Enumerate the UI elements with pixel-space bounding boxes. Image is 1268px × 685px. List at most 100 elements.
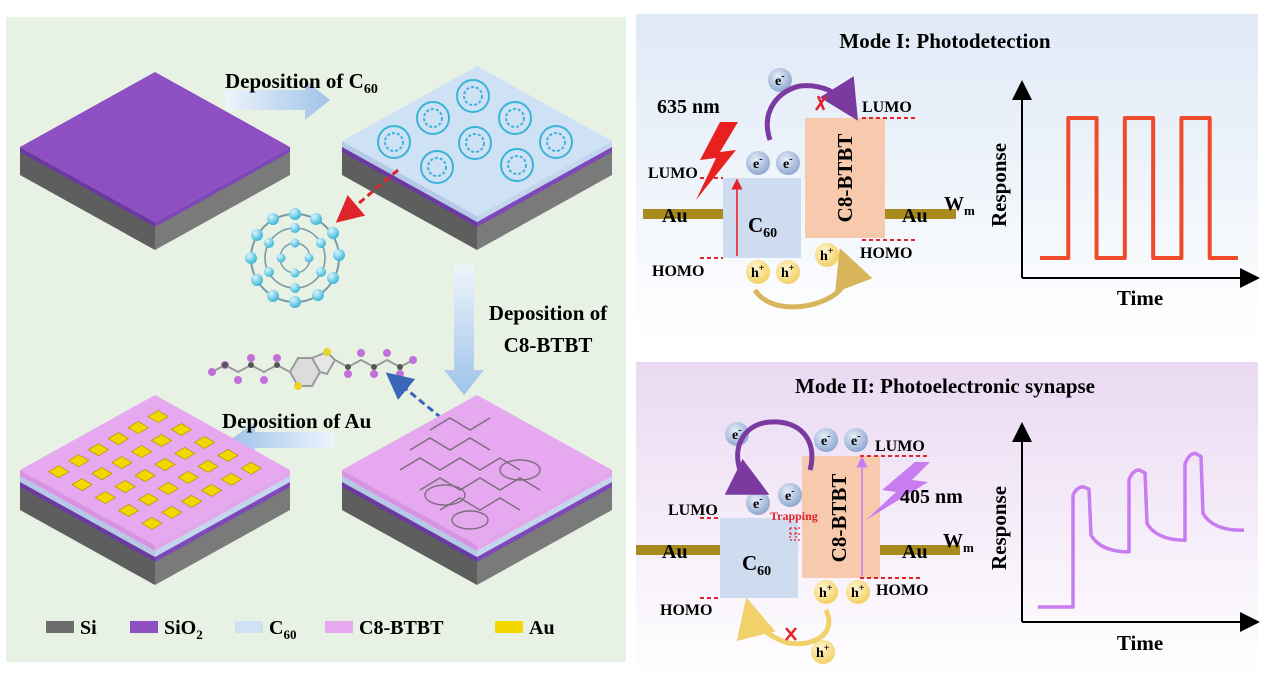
au-pad xyxy=(117,504,140,517)
mode2-x-label: Time xyxy=(1117,631,1163,655)
mode1-btbt-block xyxy=(805,118,885,238)
mode1-homo-left: HOMO xyxy=(652,263,704,280)
mode2-hole-transfer-arrow xyxy=(736,597,832,647)
svg-text:h+: h+ xyxy=(820,246,834,264)
mode1-blocked-icon xyxy=(814,95,828,111)
au-pad xyxy=(48,465,70,479)
arrow-step3 xyxy=(230,422,335,458)
au-pad xyxy=(71,478,93,492)
step2-label-line2: C8-BTBT xyxy=(504,333,593,357)
fabrication-panel: Deposition of C60 xyxy=(6,17,626,662)
mode2-lumo-right: LUMO xyxy=(875,438,925,455)
au-pad xyxy=(160,505,183,519)
mode2-title: Mode II: Photoelectronic synapse xyxy=(795,374,1095,398)
svg-text:e-: e- xyxy=(851,431,861,449)
c8btbt-molecule xyxy=(208,348,417,390)
svg-text:h+: h+ xyxy=(851,583,865,601)
c60-ball-model xyxy=(245,208,345,308)
legend-label-au: Au xyxy=(529,617,555,639)
mode2-c60-block xyxy=(720,518,798,598)
au-pad xyxy=(240,461,262,475)
mode2-hole-1: h+ xyxy=(814,580,838,604)
mode2-electron-1: e- xyxy=(814,428,838,452)
mode2-trap-states xyxy=(789,527,802,541)
c60-molecule-clusters xyxy=(377,79,573,184)
mode2-electron-transfer-arrow xyxy=(724,419,815,495)
mode1-y-label: Response xyxy=(987,143,1011,227)
legend-label-c8btbt: C8-BTBT xyxy=(359,617,444,639)
mode1-electron-top: e- xyxy=(768,68,792,92)
mode1-light-bolt-icon xyxy=(696,122,738,200)
mode2-light-bolt-icon xyxy=(866,462,930,520)
legend-swatch-sio2 xyxy=(130,621,158,633)
svg-text:h+: h+ xyxy=(819,583,833,601)
step1-label: Deposition of C60 xyxy=(225,69,378,97)
au-electrode-pads xyxy=(48,410,262,530)
mode1-c60-label: C60 xyxy=(748,213,777,241)
mode2-au-left-bar xyxy=(636,545,722,555)
mode2-electron-3: e- xyxy=(746,491,770,515)
au-pad xyxy=(170,423,193,436)
legend-swatch-au xyxy=(495,621,523,633)
mode2-hole-bottom: h+ xyxy=(811,640,835,664)
au-pad xyxy=(217,448,239,462)
mode2-hole-2: h+ xyxy=(846,580,870,604)
arrow-step1 xyxy=(225,80,330,120)
mode1-hole-2: h+ xyxy=(776,260,800,284)
legend-swatch-c8btbt xyxy=(325,621,353,633)
svg-text:e-: e- xyxy=(785,486,795,504)
step2-label-line1: Deposition of xyxy=(489,301,608,325)
svg-text:e-: e- xyxy=(732,425,742,443)
svg-text:h+: h+ xyxy=(781,263,795,281)
mode2-au-right-bar xyxy=(880,545,960,555)
mode1-panel: Mode I: Photodetection Au Au C60 C8-BTBT… xyxy=(636,14,1260,344)
au-pad xyxy=(130,445,153,459)
mode1-btbt-label: C8-BTBT xyxy=(833,134,857,223)
svg-text:e-: e- xyxy=(753,154,763,172)
step3-label: Deposition of Au xyxy=(222,409,372,433)
au-pad xyxy=(94,491,117,505)
mode1-response-trace xyxy=(1040,116,1238,260)
au-pad xyxy=(177,470,199,484)
chip-au xyxy=(20,395,290,585)
svg-text:h+: h+ xyxy=(751,263,765,281)
legend-label-si: Si xyxy=(80,617,97,639)
au-pad xyxy=(91,467,113,481)
mode2-panel: Mode II: Photoelectronic synapse Au Au C… xyxy=(636,362,1260,678)
au-pad xyxy=(147,410,169,424)
mode2-homo-right: HOMO xyxy=(876,582,928,599)
mode1-electron-1: e- xyxy=(746,151,770,175)
mode1-au-right-bar xyxy=(884,209,956,219)
chip-c8btbt xyxy=(342,395,612,585)
au-pad xyxy=(134,469,156,482)
material-legend: Si SiO2 C60 C8-BTBT Au xyxy=(46,617,555,642)
au-pad xyxy=(114,480,136,494)
mode2-trapping-label: Trapping xyxy=(770,509,818,523)
mode1-lumo-left: LUMO xyxy=(648,165,698,182)
au-pad xyxy=(154,458,176,471)
mode2-response-trace xyxy=(1038,451,1244,609)
mode1-electron-transfer-arrow xyxy=(764,76,858,141)
chip-substrate xyxy=(20,72,290,250)
svg-text:e-: e- xyxy=(783,154,793,172)
au-pad xyxy=(127,421,150,435)
svg-text:e-: e- xyxy=(821,431,831,449)
mode1-hole-transfer-arrow xyxy=(752,247,873,310)
au-pad xyxy=(87,443,110,457)
mode1-response-chart: Response Time xyxy=(987,80,1260,310)
mode2-c60-label: C60 xyxy=(742,551,771,579)
mode1-wm: Wm xyxy=(944,193,975,218)
c60-zoom-arrow xyxy=(335,168,399,223)
mode2-wavelength: 405 nm xyxy=(900,486,963,508)
mode1-hole-1: h+ xyxy=(746,260,770,284)
au-pad xyxy=(67,454,90,468)
mode1-homo-right: HOMO xyxy=(860,245,912,262)
mode2-y-label: Response xyxy=(987,486,1011,570)
au-pad xyxy=(174,446,196,460)
au-pad xyxy=(111,456,133,470)
legend-label-sio2: SiO2 xyxy=(164,617,203,642)
mode2-btbt-block xyxy=(802,456,880,578)
mode1-au-left-label: Au xyxy=(662,205,688,227)
au-pad xyxy=(150,434,173,447)
